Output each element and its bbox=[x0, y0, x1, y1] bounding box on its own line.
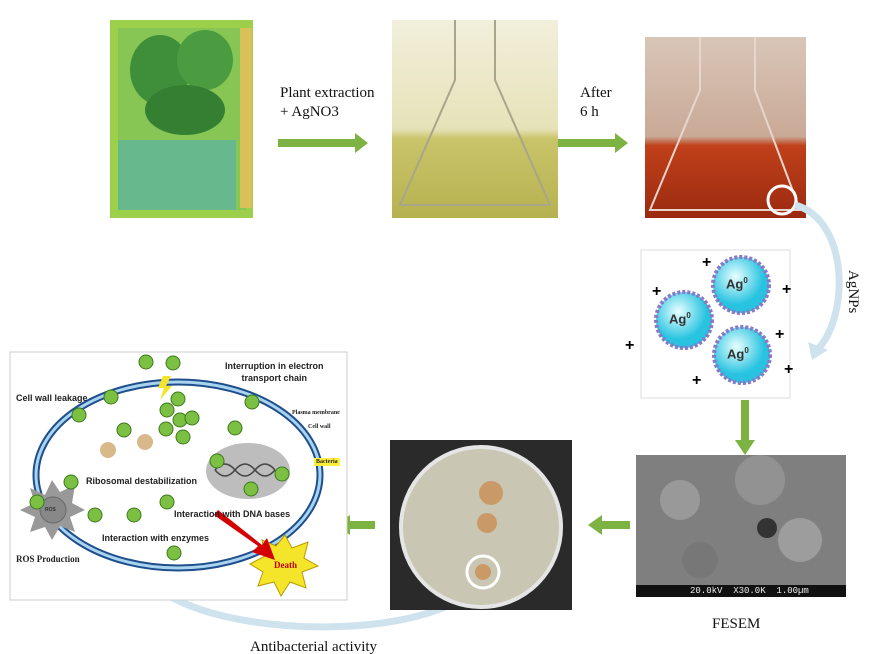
curved-arrow-agnps bbox=[793, 201, 843, 355]
ag-label-left: Ag0 bbox=[669, 311, 691, 327]
silver-particles bbox=[29, 354, 290, 561]
fesem-image bbox=[636, 455, 846, 597]
dna-interaction-label: Interaction with DNA bases bbox=[174, 509, 291, 519]
charge: + bbox=[775, 326, 785, 343]
bacteria-tag: Bacteria bbox=[314, 458, 340, 466]
ros-production-label: ROS Production bbox=[16, 554, 80, 564]
cell-wall-leakage-label: Cell wall leakage bbox=[16, 393, 88, 403]
enzymes-label: Interaction with enzymes bbox=[102, 533, 210, 543]
fesem-scale-bar: 20.0kV X30.0K 1.00µm bbox=[690, 586, 809, 596]
flask-agnps-photo bbox=[645, 37, 806, 218]
plasma-membrane-label: Plasma membrane bbox=[292, 410, 340, 416]
death-label: Death bbox=[274, 560, 297, 570]
cell-wall-label: Cell wall bbox=[308, 424, 331, 430]
agnps-label: AgNPs bbox=[845, 270, 861, 314]
charge: + bbox=[784, 361, 794, 378]
charge: + bbox=[625, 337, 635, 354]
antibacterial-label: Antibacterial activity bbox=[250, 639, 378, 654]
ag-label-bottom: Ag0 bbox=[727, 346, 749, 362]
lightning-icon bbox=[158, 376, 172, 400]
dna-region bbox=[206, 443, 290, 499]
charge: + bbox=[782, 281, 792, 298]
electron-transport-label: Interruption in electron transport chain bbox=[225, 361, 324, 383]
step2-label: After 6 h bbox=[580, 85, 612, 120]
flask-extract-photo bbox=[392, 20, 558, 218]
step1-label: Plant extraction + AgNO3 bbox=[280, 85, 375, 120]
death-arrow bbox=[214, 510, 275, 560]
charge: + bbox=[692, 372, 702, 389]
charge: + bbox=[652, 283, 662, 300]
ros-label: ROS bbox=[45, 507, 56, 513]
fesem-label: FESEM bbox=[712, 616, 761, 632]
ag-label-top: Ag0 bbox=[726, 276, 748, 292]
charge: + bbox=[702, 254, 712, 271]
plant-photo bbox=[110, 20, 253, 218]
ribosomal-label: Ribosomal destabilization bbox=[86, 476, 198, 486]
silver-nanoparticles bbox=[654, 255, 772, 385]
ribosomes bbox=[100, 434, 153, 458]
petri-dish-photo bbox=[390, 440, 572, 610]
